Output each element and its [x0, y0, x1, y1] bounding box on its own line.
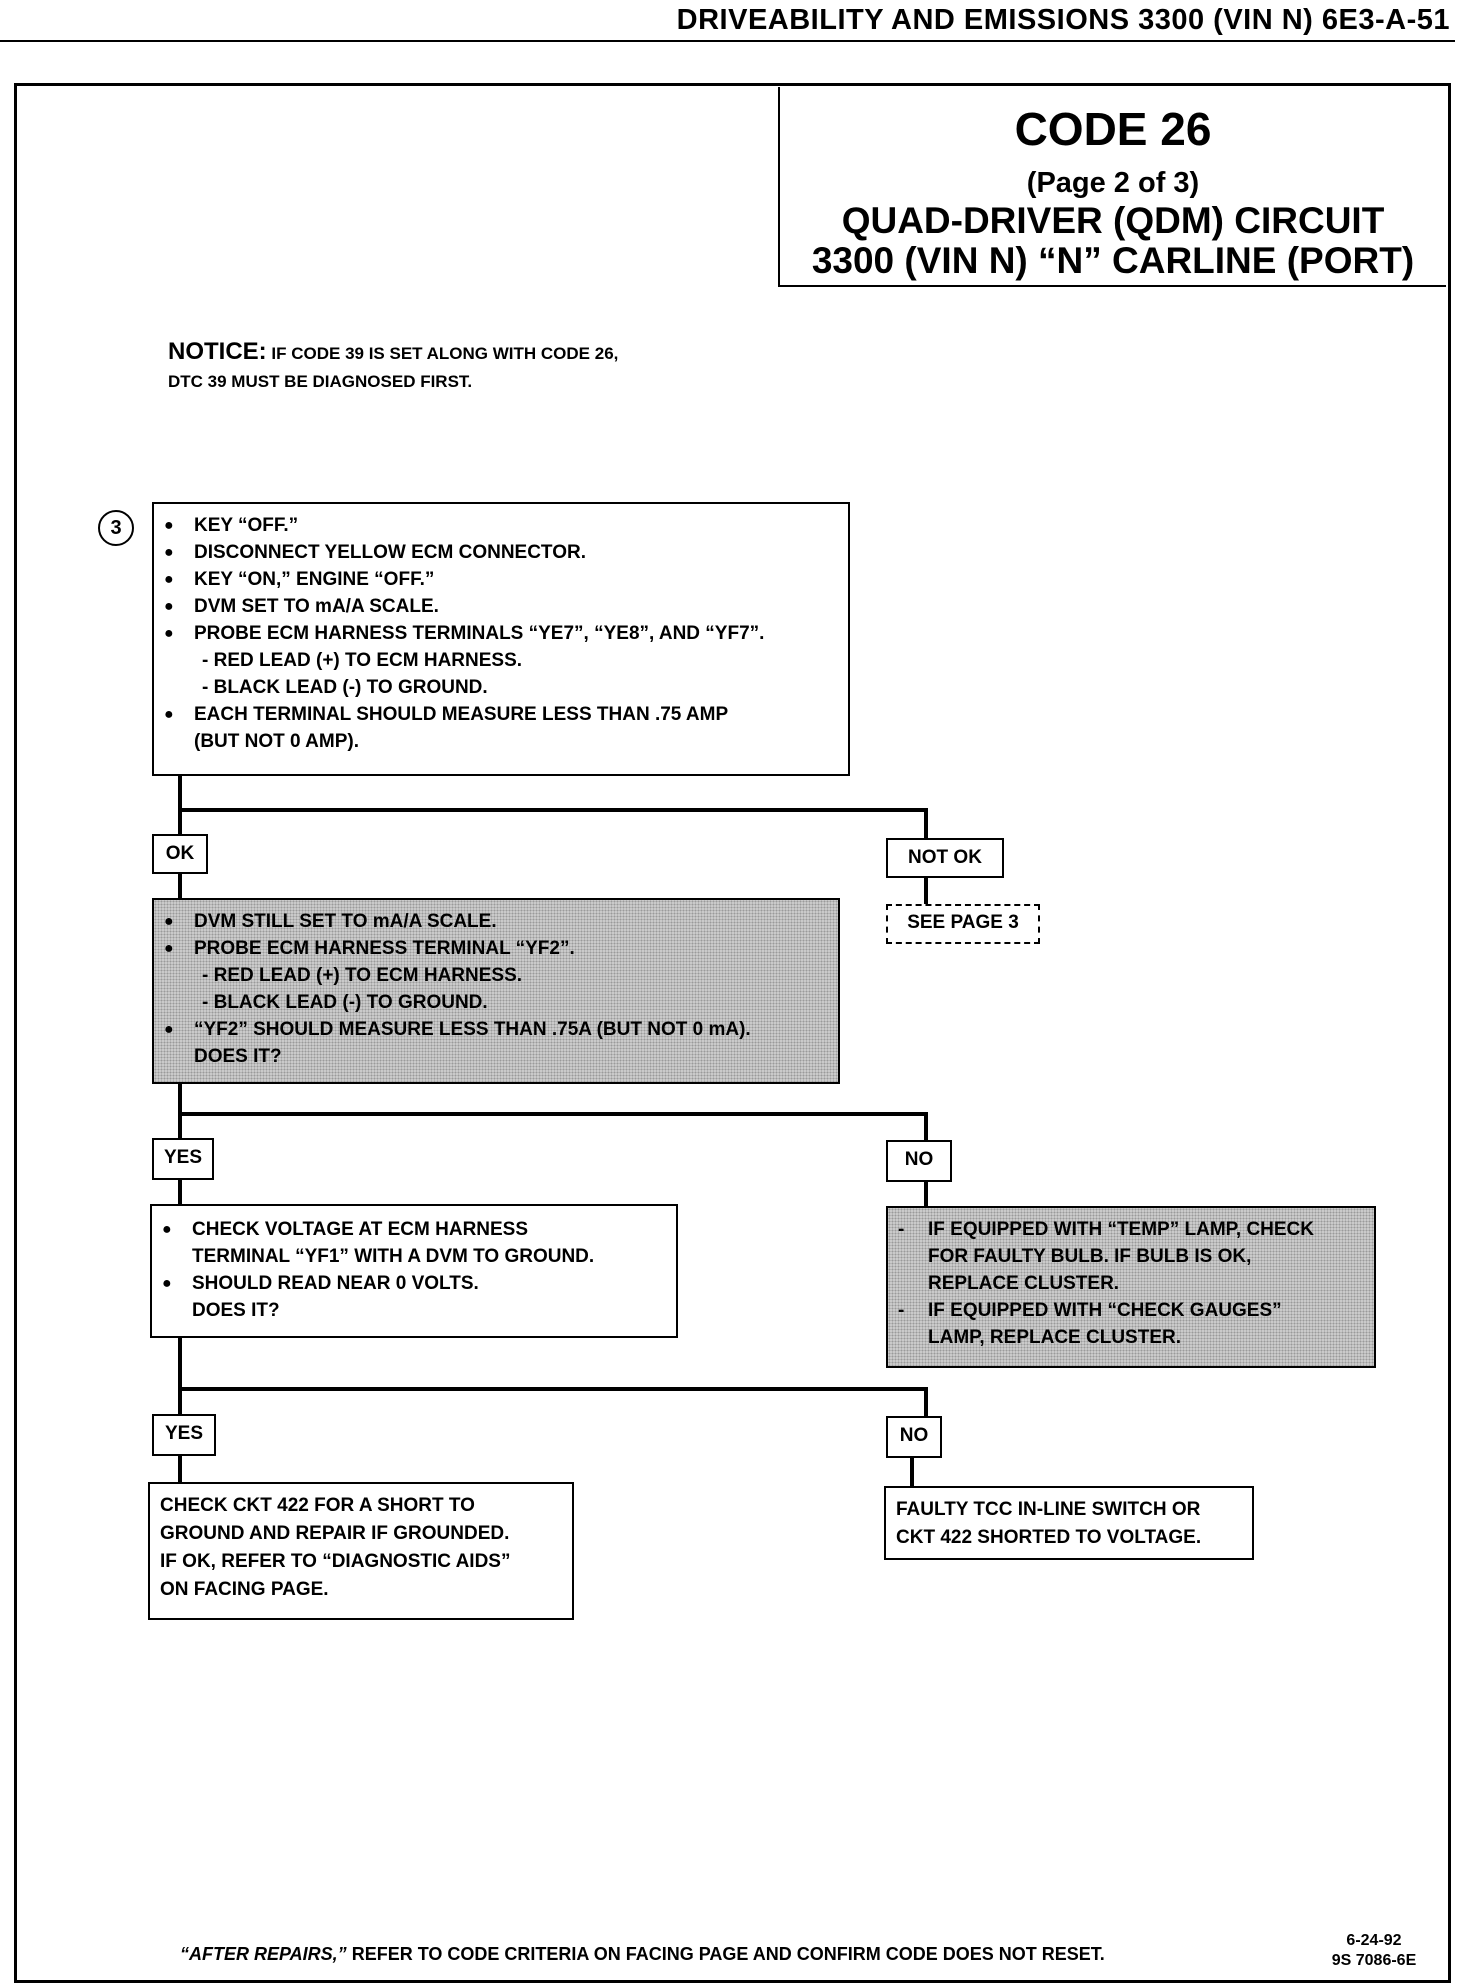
code-carline: 3300 (VIN N) “N” CARLINE (PORT)	[811, 240, 1415, 281]
connector	[924, 1182, 928, 1206]
no-label: NO	[886, 1140, 952, 1182]
check-ckt422-box: CHECK CKT 422 FOR A SHORT TO GROUND AND …	[148, 1482, 574, 1620]
box2-item-cont: DOES IT?	[194, 1046, 282, 1067]
notice-line1: IF CODE 39 IS SET ALONG WITH CODE 26,	[271, 344, 619, 363]
notice: NOTICE: IF CODE 39 IS SET ALONG WITH COD…	[168, 338, 768, 396]
footer-note: “AFTER REPAIRS,” REFER TO CODE CRITERIA …	[180, 1944, 1260, 1965]
code-title: CODE 26	[1014, 103, 1212, 155]
connector	[178, 808, 928, 812]
step3-instruction-box: KEY “OFF.” DISCONNECT YELLOW ECM CONNECT…	[152, 502, 850, 776]
header-rule	[0, 40, 1455, 42]
not-ok-label: NOT OK	[886, 838, 1004, 878]
connector	[910, 1458, 914, 1488]
no-final-line: CKT 422 SHORTED TO VOLTAGE.	[896, 1527, 1202, 1548]
connector	[178, 1338, 182, 1418]
step-number-circle: 3	[98, 510, 134, 546]
yes-final-line: IF OK, REFER TO “DIAGNOSTIC AIDS”	[160, 1551, 511, 1572]
no-box-item-cont: LAMP, REPLACE CLUSTER.	[928, 1327, 1182, 1348]
notice-label: NOTICE:	[168, 338, 267, 365]
box2-item: PROBE ECM HARNESS TERMINAL “YF2”.	[154, 935, 838, 962]
yes-label: YES	[152, 1138, 214, 1180]
connector	[924, 1112, 928, 1140]
notice-line2: DTC 39 MUST BE DIAGNOSED FIRST.	[168, 372, 473, 391]
page-header-title: DRIVEABILITY AND EMISSIONS 3300 (VIN N) …	[676, 4, 1450, 36]
connector	[178, 1456, 182, 1484]
no-box-item-cont: FOR FAULTY BULB. IF BULB IS OK,	[928, 1246, 1252, 1267]
yes-final-line: CHECK CKT 422 FOR A SHORT TO	[160, 1495, 475, 1516]
connector	[178, 1387, 928, 1391]
box1-subitem: - BLACK LEAD (-) TO GROUND.	[202, 677, 488, 698]
box1-item: KEY “ON,” ENGINE “OFF.”	[154, 566, 848, 593]
connector	[924, 808, 928, 840]
box3-item: SHOULD READ NEAR 0 VOLTS.	[152, 1270, 676, 1297]
connector	[178, 1180, 182, 1204]
box2-subitem: - RED LEAD (+) TO ECM HARNESS.	[202, 965, 523, 986]
yes-final-line: GROUND AND REPAIR IF GROUNDED.	[160, 1523, 510, 1544]
after-repairs-label: “AFTER REPAIRS,”	[180, 1944, 347, 1964]
temp-lamp-cluster-box: IF EQUIPPED WITH “TEMP” LAMP, CHECK FOR …	[886, 1206, 1376, 1368]
connector	[178, 1084, 182, 1138]
no-final-line: FAULTY TCC IN-LINE SWITCH OR	[896, 1499, 1201, 1520]
no-box-item: IF EQUIPPED WITH “CHECK GAUGES”	[888, 1297, 1374, 1324]
box1-item: KEY “OFF.”	[154, 512, 848, 539]
box3-item-cont: DOES IT?	[192, 1300, 280, 1321]
connector	[178, 776, 182, 836]
ok-label: OK	[152, 834, 208, 874]
page-frame	[14, 83, 1451, 1983]
footer-note-text: REFER TO CODE CRITERIA ON FACING PAGE AN…	[346, 1944, 1105, 1964]
yes-label: YES	[152, 1414, 216, 1456]
footer-date: 6-24-92	[1346, 1932, 1402, 1949]
code-subtitle: (Page 2 of 3)	[1026, 167, 1200, 199]
footer-docnum: 9S 7086-6E	[1331, 1952, 1417, 1969]
box1-subitem: - RED LEAD (+) TO ECM HARNESS.	[202, 650, 523, 671]
box1-item: DVM SET TO mA/A SCALE.	[154, 593, 848, 620]
box3-item-cont: TERMINAL “YF1” WITH A DVM TO GROUND.	[192, 1246, 595, 1267]
code-title-box: CODE 26 (Page 2 of 3) QUAD-DRIVER (QDM) …	[778, 87, 1446, 287]
code-circuit: QUAD-DRIVER (QDM) CIRCUIT	[841, 200, 1385, 241]
box1-item-cont: (BUT NOT 0 AMP).	[194, 731, 360, 752]
connector	[924, 878, 928, 904]
box3-item: CHECK VOLTAGE AT ECM HARNESS	[152, 1216, 676, 1243]
no-box-item: IF EQUIPPED WITH “TEMP” LAMP, CHECK	[888, 1216, 1374, 1243]
probe-yf2-box: DVM STILL SET TO mA/A SCALE. PROBE ECM H…	[152, 898, 840, 1084]
see-page-3-reference: SEE PAGE 3	[886, 904, 1040, 944]
box2-subitem: - BLACK LEAD (-) TO GROUND.	[202, 992, 488, 1013]
box1-item: DISCONNECT YELLOW ECM CONNECTOR.	[154, 539, 848, 566]
yes-final-line: ON FACING PAGE.	[160, 1579, 329, 1600]
box1-item: PROBE ECM HARNESS TERMINALS “YE7”, “YE8”…	[154, 620, 848, 647]
box2-item: “YF2” SHOULD MEASURE LESS THAN .75A (BUT…	[154, 1016, 838, 1043]
connector	[178, 874, 182, 900]
connector	[924, 1387, 928, 1417]
check-voltage-yf1-box: CHECK VOLTAGE AT ECM HARNESS TERMINAL “Y…	[150, 1204, 678, 1338]
no-box-item-cont: REPLACE CLUSTER.	[928, 1273, 1120, 1294]
box1-item: EACH TERMINAL SHOULD MEASURE LESS THAN .…	[154, 701, 848, 728]
connector	[178, 1112, 928, 1116]
faulty-tcc-switch-box: FAULTY TCC IN-LINE SWITCH OR CKT 422 SHO…	[884, 1486, 1254, 1560]
box2-item: DVM STILL SET TO mA/A SCALE.	[154, 908, 838, 935]
no-label: NO	[886, 1416, 942, 1458]
footer-doc-info: 6-24-92 9S 7086-6E	[1314, 1931, 1434, 1971]
